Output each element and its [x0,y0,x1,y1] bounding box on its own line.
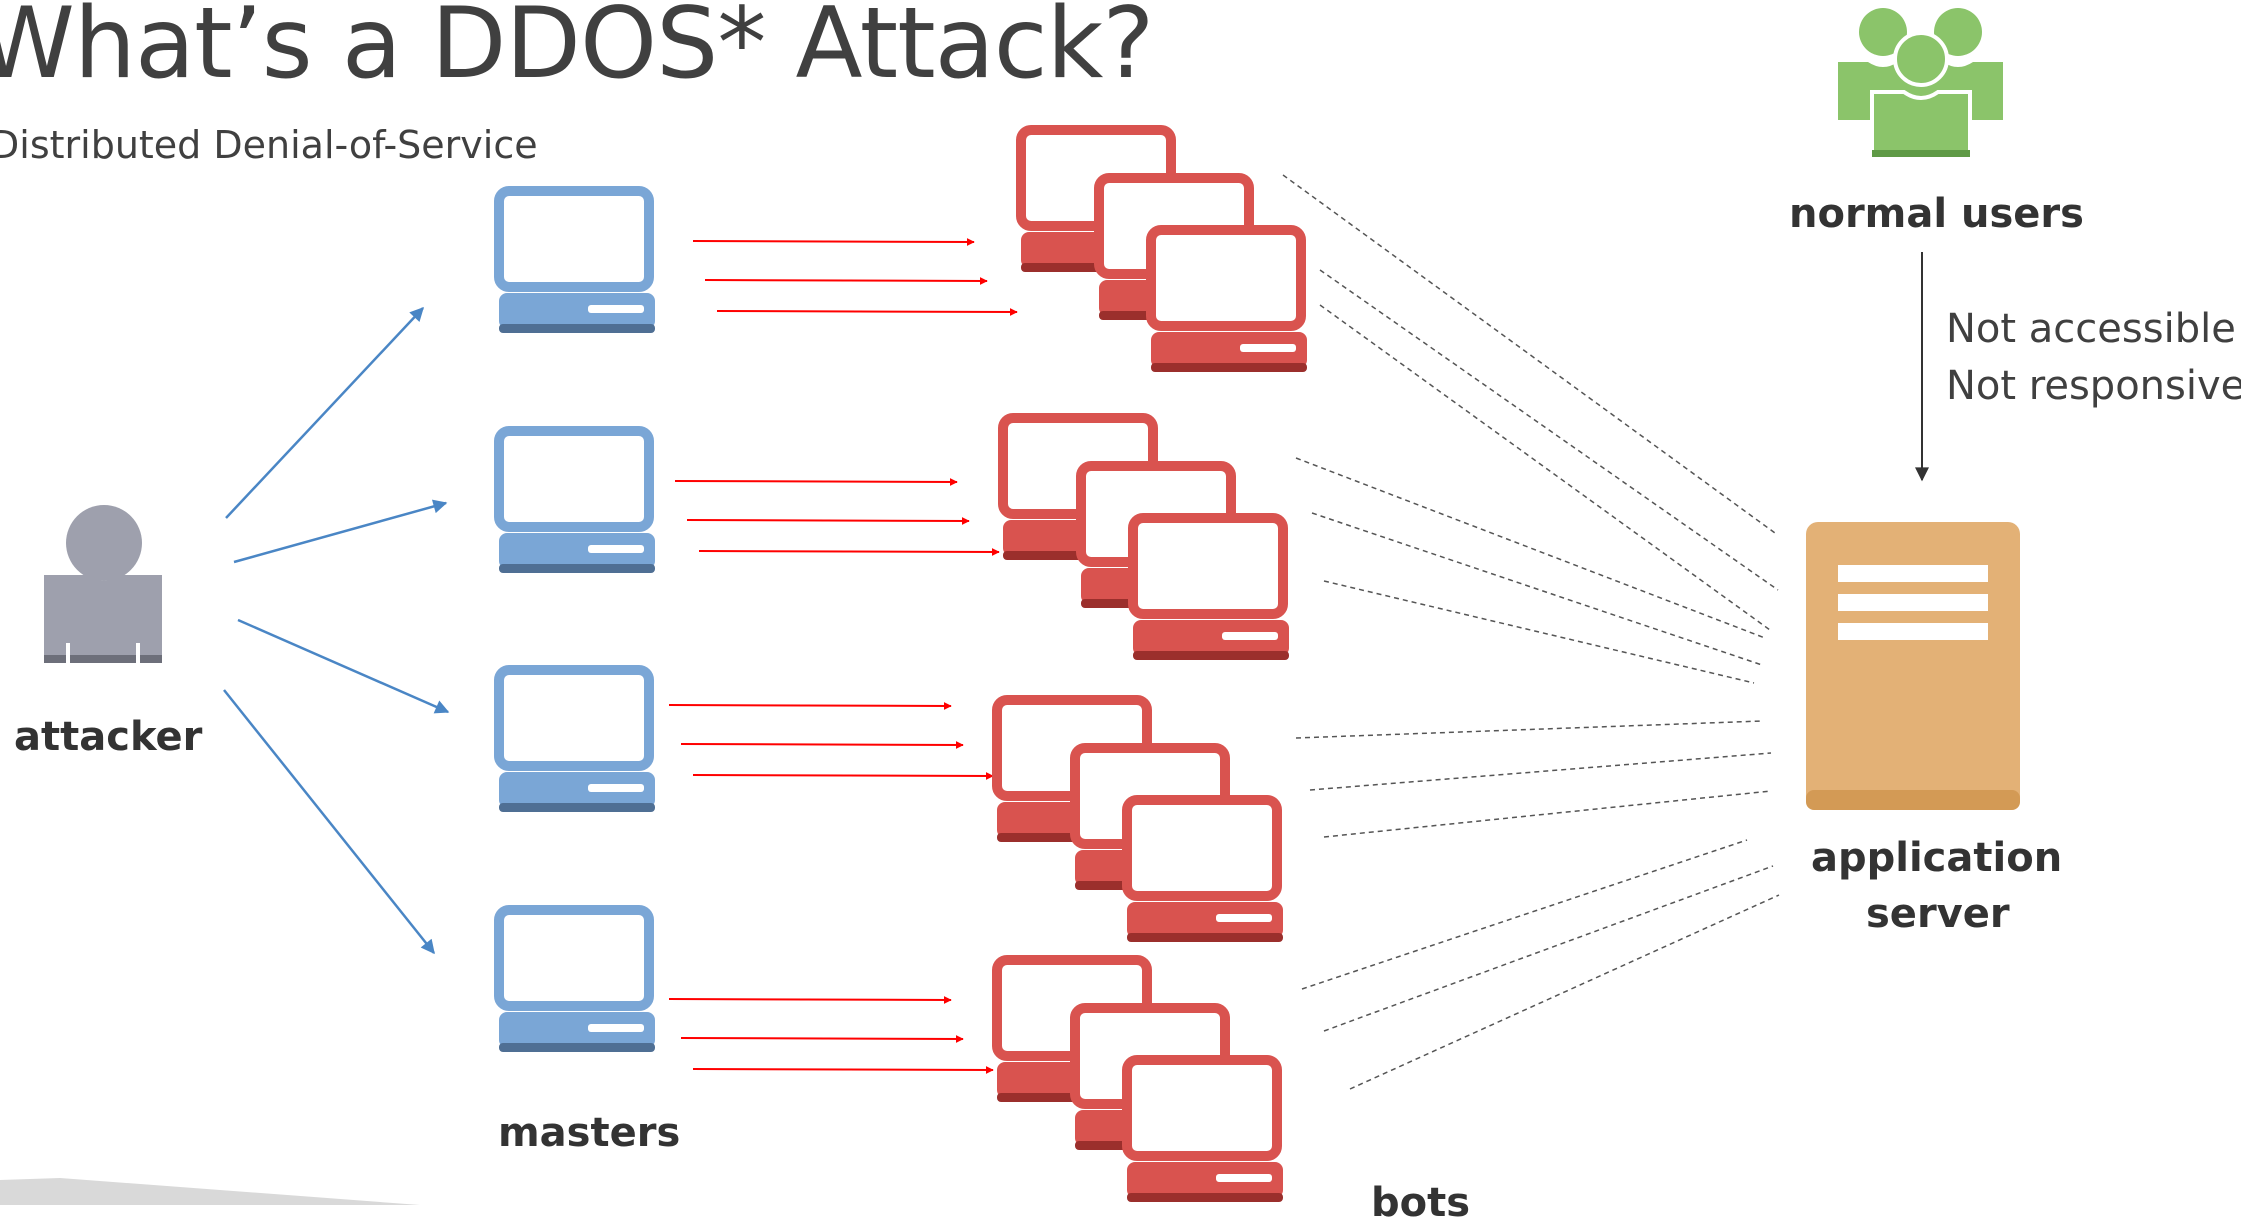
bots-label: bots [1371,1180,1471,1226]
normal-users-label: normal users [1789,191,2084,237]
attack-arrow [692,237,975,246]
slide-subtitle: Distributed Denial-of-Service [0,123,538,167]
attack-arrow [680,1034,964,1043]
attack-arrow [668,701,952,710]
command-arrow [225,306,424,519]
desktop-computer-icon [997,700,1283,942]
server-label-line2: server [1866,891,2010,937]
desktop-computer-icon [997,960,1283,1202]
command-arrow [237,618,450,714]
command-arrow [223,689,435,955]
attack-arrows [668,237,1018,1074]
attack-arrow [716,307,1018,316]
desktop-computer-icon [499,431,655,573]
server-icon [1806,522,2020,810]
annotation-not-accessible: Not accessible [1946,306,2236,352]
masters-group [499,191,655,1052]
bots-group [997,130,1307,1202]
server-label-line1: application [1811,835,2063,881]
traffic-lines [1282,174,1780,1090]
user-group-icon [1838,8,2003,160]
slide-title: What’s a DDOS* Attack? [0,0,1154,101]
decorative-wedge [0,1178,420,1205]
attack-arrow [686,516,970,525]
desktop-computer-icon [1003,418,1289,660]
user-icon [44,505,162,663]
attack-arrow [668,995,952,1004]
attack-arrow [674,477,958,486]
attack-arrow [692,771,994,780]
command-arrows [223,306,450,955]
masters-label: masters [498,1110,681,1156]
desktop-computer-icon [499,191,655,333]
desktop-computer-icon [499,910,655,1052]
desktop-computer-icon [499,670,655,812]
attack-arrow [680,740,964,749]
command-arrow [233,499,448,564]
attacker-label: attacker [14,714,203,760]
attack-arrow [704,276,988,285]
desktop-computer-icon [1021,130,1307,372]
attack-arrow [698,547,1000,556]
annotation-not-responsive: Not responsive [1946,363,2241,409]
attack-arrow [692,1065,994,1074]
